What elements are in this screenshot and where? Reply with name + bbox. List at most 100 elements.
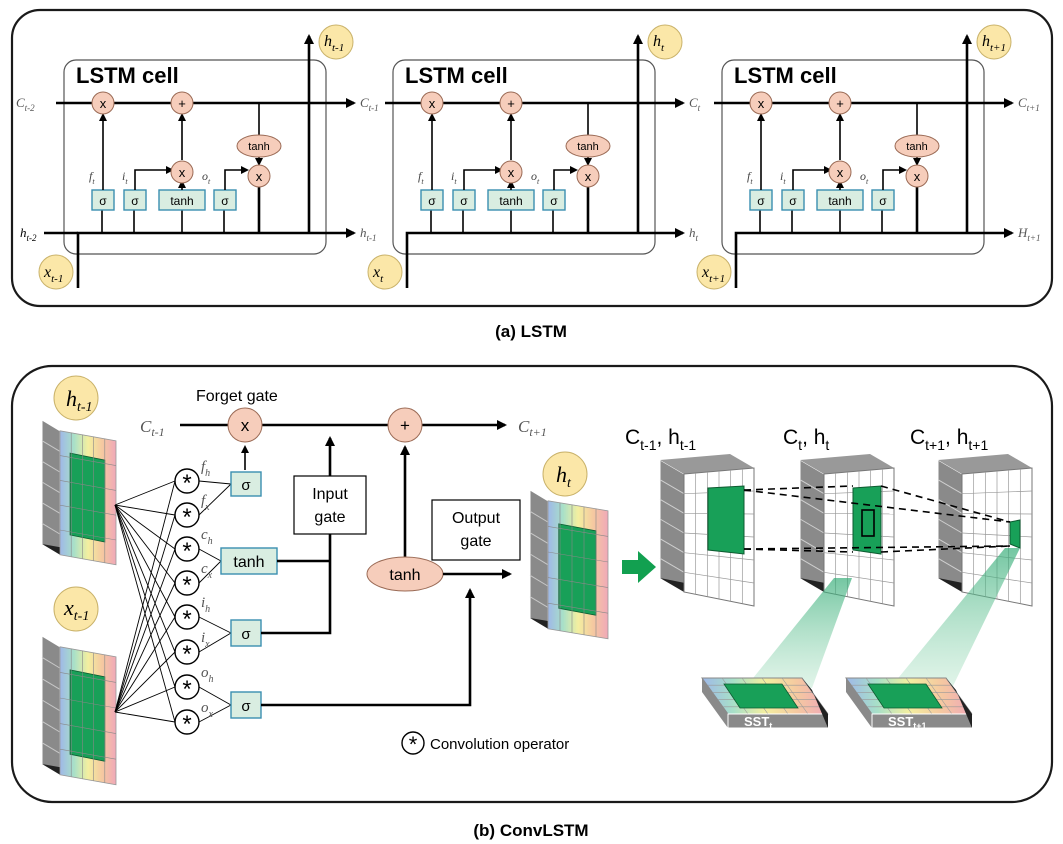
svg-text:*: * [182, 470, 191, 497]
svg-text:tanh: tanh [170, 194, 193, 208]
svg-text:ft: ft [89, 169, 95, 186]
conv-operator-ix: *ix [174, 630, 210, 668]
svg-text:σ: σ [241, 477, 251, 494]
svg-text:tanh: tanh [248, 141, 269, 153]
lstm-cell-title: LSTM cell [405, 63, 508, 88]
svg-text:x: x [429, 96, 436, 111]
svg-text:+: + [507, 96, 515, 111]
convolution-operators: *fh*fx*ch*cx*ih*ix*oh*ox [174, 459, 214, 738]
conv-operator-ch: * ch [174, 527, 213, 565]
svg-text:tanh: tanh [499, 194, 522, 208]
sst-tile-1: SSTt [701, 677, 829, 731]
svg-text:Ct+1: Ct+1 [518, 417, 547, 439]
svg-text:x: x [508, 165, 515, 180]
convlstm-cell-state: Ct-1 Ct+1 [140, 417, 547, 439]
svg-text:tanh: tanh [577, 141, 598, 153]
svg-text:ch: ch [201, 527, 213, 547]
svg-text:σ: σ [99, 194, 107, 208]
panel-b-convlstm [10, 364, 1054, 804]
bubble-x-prev: xt-1 [53, 586, 99, 632]
panel-a-caption: (a) LSTM [495, 322, 567, 341]
svg-text:ht-1: ht-1 [360, 225, 377, 243]
svg-text:ft: ft [418, 169, 424, 186]
svg-text:Output: Output [452, 510, 501, 527]
svg-text:xt-1: xt-1 [63, 595, 89, 624]
fan-connections [114, 480, 232, 723]
svg-text:σ: σ [550, 194, 558, 208]
bubble-h-prev: ht-1 [53, 375, 99, 421]
conv-operator-oh: *oh [174, 665, 214, 703]
svg-text:+: + [836, 96, 844, 111]
svg-text:ft: ft [747, 169, 753, 186]
svg-text:xt: xt [372, 264, 384, 285]
svg-text:Ht+1: Ht+1 [1017, 225, 1040, 243]
svg-text:ot: ot [531, 169, 540, 186]
svg-text:σ: σ [757, 194, 765, 208]
conv-operator-fx: * fx [174, 493, 210, 531]
svg-text:*: * [182, 606, 191, 633]
lstm-cell-title: LSTM cell [734, 63, 837, 88]
svg-text:*: * [182, 711, 191, 738]
svg-text:*: * [182, 504, 191, 531]
convolution-legend: * Convolution operator [401, 731, 569, 757]
svg-text:*: * [409, 732, 418, 757]
svg-text:Ct-1: Ct-1 [140, 417, 165, 439]
svg-text:Input: Input [312, 486, 348, 503]
svg-text:cx: cx [201, 561, 213, 581]
svg-text:ih: ih [201, 595, 210, 615]
convlstm-input-sigma: σ [230, 619, 262, 647]
svg-text:ht-1: ht-1 [324, 33, 344, 54]
svg-text:ht-2: ht-2 [20, 225, 37, 243]
grid-title-1: Ct-1, ht-1 [625, 426, 696, 453]
svg-text:tanh: tanh [233, 554, 264, 571]
svg-text:gate: gate [460, 533, 491, 550]
svg-text:σ: σ [789, 194, 797, 208]
svg-text:Ct-1, ht-1: Ct-1, ht-1 [625, 426, 696, 453]
svg-text:it: it [780, 169, 786, 186]
tensor-x-prev [41, 635, 117, 786]
svg-text:x: x [914, 169, 921, 184]
svg-text:x: x [585, 169, 592, 184]
svg-text:σ: σ [241, 698, 251, 715]
convlstm-forget-sigma: σ [230, 445, 262, 497]
svg-text:tanh: tanh [389, 567, 420, 584]
svg-text:σ: σ [428, 194, 436, 208]
svg-text:Ct+1, ht+1: Ct+1, ht+1 [910, 426, 988, 453]
svg-text:oh: oh [201, 665, 214, 685]
svg-text:σ: σ [131, 194, 139, 208]
convlstm-state-grids: Ct-1, ht-1 Ct, ht Ct+1, ht+1 [625, 426, 1033, 607]
svg-text:x: x [179, 165, 186, 180]
svg-text:σ: σ [221, 194, 229, 208]
svg-text:fx: fx [201, 493, 210, 513]
conv-operator-ox: *ox [174, 700, 214, 738]
svg-text:Ct+1: Ct+1 [1018, 95, 1040, 113]
grid-title-2: Ct, ht [783, 426, 829, 453]
svg-text:gate: gate [314, 509, 345, 526]
svg-text:it: it [451, 169, 457, 186]
tensor-h-prev [41, 419, 117, 566]
svg-text:Convolution operator: Convolution operator [430, 736, 569, 753]
svg-text:SSTt+1: SSTt+1 [888, 714, 927, 731]
svg-text:*: * [182, 572, 191, 599]
svg-text:ht: ht [653, 33, 665, 54]
svg-text:*: * [182, 538, 191, 565]
svg-text:+: + [400, 416, 410, 435]
convlstm-mul: x [227, 407, 263, 443]
lstm-cell-title: LSTM cell [76, 63, 179, 88]
convlstm-add: + [387, 407, 423, 443]
svg-text:ht: ht [689, 225, 699, 243]
svg-text:tanh: tanh [906, 141, 927, 153]
svg-text:ht: ht [556, 462, 572, 491]
svg-text:σ: σ [241, 626, 251, 643]
svg-text:Ct, ht: Ct, ht [783, 426, 829, 453]
svg-text:+: + [178, 96, 186, 111]
svg-text:tanh: tanh [828, 194, 851, 208]
green-arrow [622, 551, 656, 583]
svg-text:Ct: Ct [689, 95, 701, 113]
convlstm-output-sigma: σ [230, 691, 262, 719]
